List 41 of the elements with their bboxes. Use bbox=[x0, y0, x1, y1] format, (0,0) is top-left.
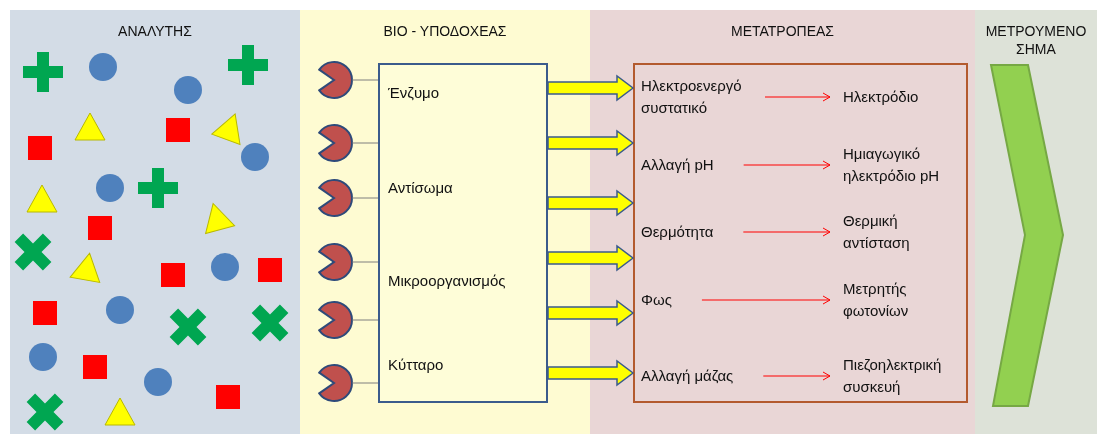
block-arrow bbox=[547, 74, 635, 102]
receptor-label: Ένζυμο bbox=[388, 83, 440, 103]
connector-line bbox=[351, 142, 379, 144]
connector-line bbox=[351, 382, 379, 384]
arrow bbox=[762, 371, 831, 381]
connector-line bbox=[351, 319, 379, 321]
transducer-label: Ηλεκτρόδιο bbox=[830, 73, 964, 121]
receptor-box bbox=[378, 63, 548, 403]
panel-band bbox=[300, 10, 590, 434]
connector-line bbox=[351, 261, 379, 263]
transducer-label: Ηλεκτροενεργό συστατικό bbox=[641, 73, 765, 121]
arrow bbox=[701, 295, 831, 305]
band-title: ΜΕΤΡΟΥΜΕΝΟ ΣΗΜΑ bbox=[984, 22, 1088, 58]
transducer-box bbox=[633, 63, 968, 403]
block-arrow bbox=[547, 299, 635, 327]
connector-line bbox=[351, 79, 379, 81]
signal-chevron bbox=[988, 63, 1066, 408]
band-title: ΒΙΟ - ΥΠΟΔΟΧΕΑΣ bbox=[382, 22, 508, 40]
arrow bbox=[764, 92, 831, 102]
panel-band bbox=[590, 10, 975, 434]
transducer-label: Αλλαγή μάζας bbox=[641, 352, 765, 400]
connector-line bbox=[351, 197, 379, 199]
panel-band bbox=[975, 10, 1097, 434]
transducer-label: Ημιαγωγικό ηλεκτρόδιο pH bbox=[830, 141, 964, 189]
transducer-label: Θερμική αντίσταση bbox=[830, 208, 964, 256]
receptor-label: Μικροοργανισμός bbox=[388, 271, 506, 291]
block-arrow bbox=[547, 189, 635, 217]
band-title: ΑΝΑΛΥΤΗΣ bbox=[117, 22, 193, 40]
transducer-label: Πιεζοηλεκτρική συσκευή bbox=[830, 352, 964, 400]
transducer-label: Θερμότητα bbox=[641, 208, 765, 256]
receptor-label: Κύτταρο bbox=[388, 355, 444, 375]
arrow bbox=[742, 227, 831, 237]
receptor-label: Αντίσωμα bbox=[388, 178, 453, 198]
block-arrow bbox=[547, 359, 635, 387]
transducer-label: Μετρητής φωτονίων bbox=[830, 276, 964, 324]
arrow bbox=[743, 160, 831, 170]
block-arrow bbox=[547, 244, 635, 272]
transducer-label: Φως bbox=[641, 276, 765, 324]
band-title: ΜΕΤΑΤΡΟΠΕΑΣ bbox=[730, 22, 835, 40]
transducer-label: Αλλαγή pH bbox=[641, 141, 765, 189]
block-arrow bbox=[547, 129, 635, 157]
